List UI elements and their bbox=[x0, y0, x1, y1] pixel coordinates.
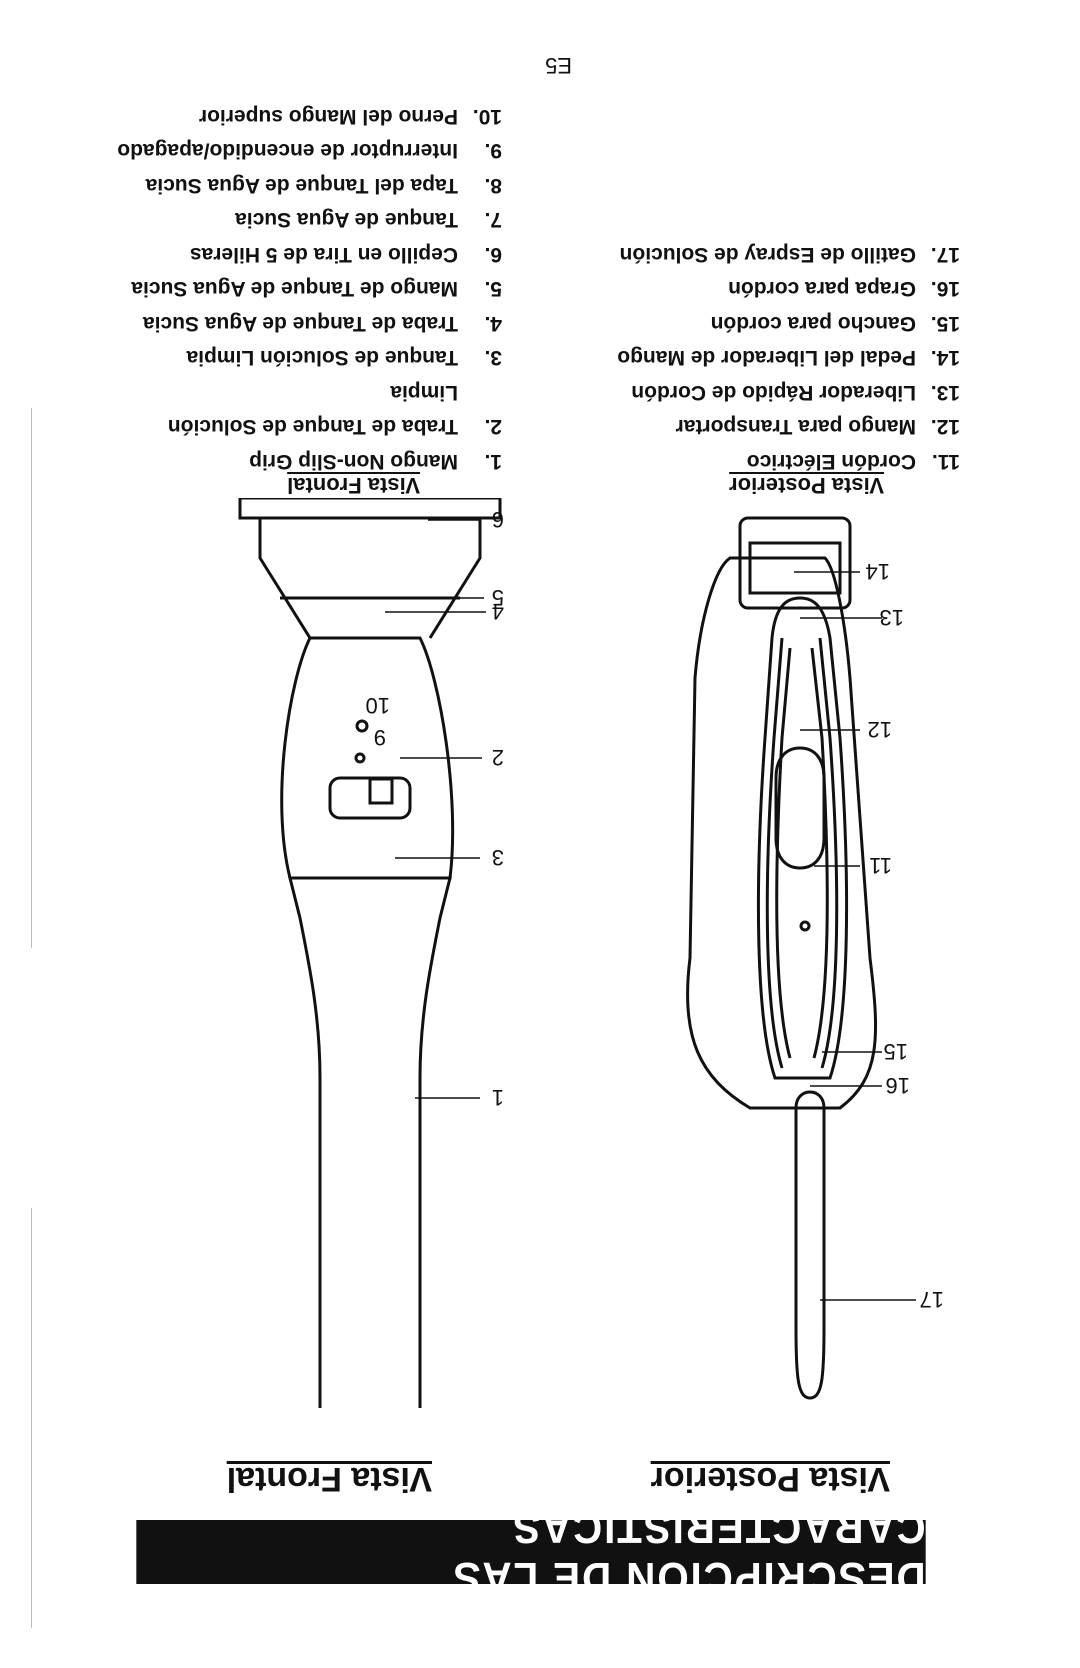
callout-14: 14 bbox=[866, 559, 890, 584]
feature-item: 17.Gatillo de Espray de Solución bbox=[619, 243, 960, 266]
feature-list-rear: 11.Cordón Eléctrico 12.Mango para Transp… bbox=[530, 237, 960, 479]
callout-5: 5 bbox=[492, 585, 504, 610]
feature-item: 2.Traba de Tanque de Solución bbox=[167, 415, 502, 439]
rear-view-title: Vista Posterior bbox=[650, 1460, 890, 1498]
rear-body bbox=[686, 556, 878, 1110]
page-number: E5 bbox=[545, 53, 572, 78]
power-switch bbox=[368, 777, 394, 805]
front-handle bbox=[288, 876, 452, 1408]
feature-item: 11.Cordón Eléctrico bbox=[746, 450, 960, 473]
carry-handle bbox=[774, 746, 826, 870]
front-view-title: Vista Frontal bbox=[226, 1460, 432, 1498]
feature-item: 16.Grapa para cordón bbox=[728, 277, 960, 301]
front-view-diagram: 1 2 3 4 5 6 9 10 bbox=[238, 498, 504, 1408]
feature-item: 5.Mango de Tanque de Agua Sucia bbox=[131, 277, 502, 301]
brush-head bbox=[238, 498, 502, 520]
feature-item-continuation: Limpia bbox=[390, 381, 458, 404]
feature-item: 3.Tanque de Solución Limpia bbox=[186, 346, 502, 370]
feature-item: 10.Perno del Mango superior bbox=[198, 105, 502, 128]
feature-item: 6.Cepillo en Tira de 5 Hileras bbox=[189, 243, 502, 266]
margin-rule bbox=[31, 408, 32, 948]
callout-9: 9 bbox=[374, 725, 386, 750]
callout-3: 3 bbox=[492, 845, 504, 870]
feature-item: 7.Tanque de Agua Sucia bbox=[235, 208, 502, 232]
callout-6: 6 bbox=[492, 507, 504, 532]
callout-4: 4 bbox=[492, 599, 504, 624]
callout-13: 13 bbox=[880, 605, 904, 630]
feature-item: 15.Gancho para cordón bbox=[710, 312, 960, 335]
rear-view-diagram: 17 16 15 11 12 13 14 bbox=[686, 516, 944, 1400]
callout-16: 16 bbox=[886, 1073, 910, 1098]
callout-17: 17 bbox=[920, 1287, 944, 1312]
feature-item: 14.Pedal del Liberador de Mango bbox=[617, 346, 960, 370]
feature-item: 9.Interruptor de encendido/apagado bbox=[117, 139, 502, 163]
rear-nozzle bbox=[738, 516, 852, 610]
callout-2: 2 bbox=[492, 745, 504, 770]
feature-item: 1.Mango Non-Slip Grip bbox=[249, 450, 502, 473]
feature-item: 4.Traba de Tanque de Agua Sucia bbox=[142, 312, 502, 335]
margin-rule bbox=[31, 1208, 32, 1628]
feature-item: 13.Liberador Rápido de Cordón bbox=[631, 381, 960, 404]
callout-1: 1 bbox=[492, 1085, 504, 1110]
feature-item: 12.Mango para Transportar bbox=[675, 415, 960, 439]
section-title: DESCRIPCION DE LAS CARACTERISTICAS bbox=[451, 1503, 926, 1602]
callout-10: 10 bbox=[366, 693, 390, 718]
callout-11: 11 bbox=[869, 853, 892, 878]
cord-wrap bbox=[756, 596, 849, 1080]
feature-item: 8.Tapa del Tanque de Agua Sucia bbox=[145, 174, 502, 197]
callout-15: 15 bbox=[884, 1039, 908, 1064]
dirty-tank bbox=[258, 516, 482, 639]
callout-12: 12 bbox=[868, 717, 892, 742]
feature-list-front: 1.Mango Non-Slip Grip 2.Traba de Tanque … bbox=[82, 99, 502, 479]
section-title-banner: DESCRIPCION DE LAS CARACTERISTICAS bbox=[136, 1503, 926, 1602]
rear-handle-grip bbox=[794, 1090, 826, 1400]
